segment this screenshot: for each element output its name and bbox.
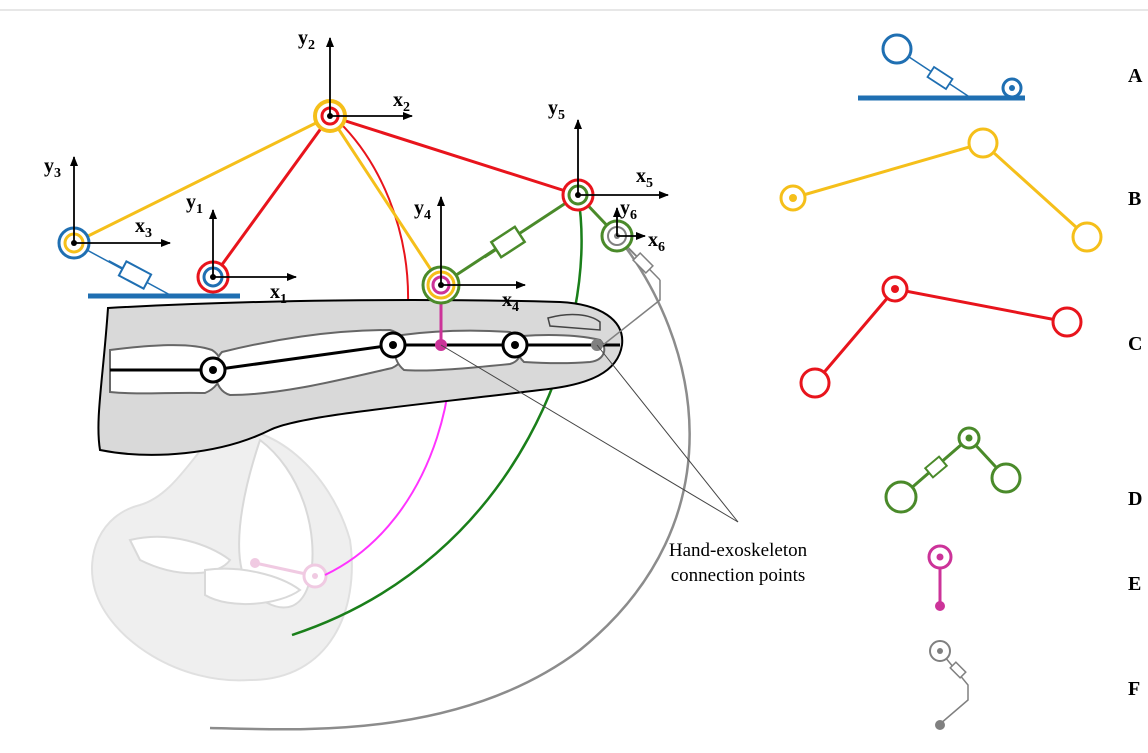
- legend-icon-e: [927, 544, 953, 611]
- x1-label: x1: [270, 281, 287, 307]
- annotation-line-1: Hand-exoskeleton: [669, 540, 808, 561]
- extended-finger: [97, 299, 624, 456]
- x2-label: x2: [393, 89, 410, 115]
- legend-icon-a: [858, 33, 1025, 101]
- legend-icon-d: [884, 426, 1022, 514]
- y1-label: y1: [186, 191, 203, 217]
- blue-ground-mechanism: [73, 242, 240, 299]
- x6-label: x6: [648, 229, 665, 255]
- green-link: [440, 193, 619, 287]
- finger-joints: [199, 331, 529, 384]
- y4-label: y4: [414, 197, 431, 223]
- y2-label: y2: [298, 27, 315, 53]
- legend-key-a: A: [1128, 65, 1143, 87]
- red-arc: [334, 117, 410, 306]
- y3-label: y3: [44, 155, 61, 181]
- legend-icon-f: [929, 640, 969, 730]
- yellow-link: [73, 114, 443, 286]
- x4-label: x4: [502, 289, 519, 315]
- legend-key-d: D: [1128, 488, 1142, 510]
- legend: A B C D: [779, 33, 1143, 730]
- legend-key-f: F: [1128, 678, 1140, 700]
- legend-key-c: C: [1128, 333, 1142, 355]
- coordinate-frames: [70, 37, 669, 289]
- red-link: [211, 114, 579, 278]
- green-arc: [291, 194, 583, 637]
- legend-icon-c: [799, 275, 1083, 399]
- y5-label: y5: [548, 97, 565, 123]
- connection-points-annotation: Hand-exoskeleton connection points: [440, 344, 808, 586]
- annotation-line-2: connection points: [671, 565, 806, 586]
- legend-key-e: E: [1128, 573, 1141, 595]
- flexed-finger-ghost: [91, 427, 353, 682]
- x3-label: x3: [135, 215, 152, 241]
- legend-icon-b: [779, 127, 1103, 253]
- axis-labels: y2 x2 y1 x1 y3 x3 y4 x4 y5 x5 y6 x6: [44, 27, 665, 315]
- x5-label: x5: [636, 165, 653, 191]
- y6-label: y6: [620, 197, 637, 223]
- fingernail: [547, 313, 601, 331]
- legend-key-b: B: [1128, 188, 1141, 210]
- gray-arc: [209, 235, 691, 731]
